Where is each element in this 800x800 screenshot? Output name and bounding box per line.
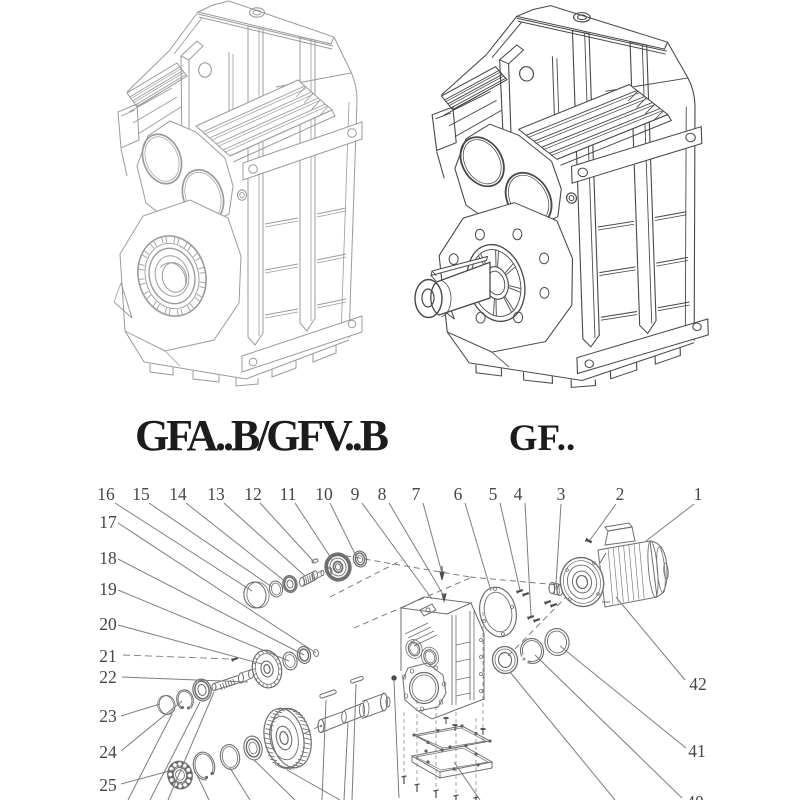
svg-text:18: 18 xyxy=(99,548,117,568)
svg-text:22: 22 xyxy=(99,667,117,687)
svg-text:1: 1 xyxy=(694,484,703,504)
svg-text:14: 14 xyxy=(169,484,187,504)
svg-text:41: 41 xyxy=(688,741,706,761)
svg-text:15: 15 xyxy=(132,484,150,504)
svg-text:16: 16 xyxy=(97,484,115,504)
svg-text:11: 11 xyxy=(280,484,297,504)
svg-text:8: 8 xyxy=(378,484,387,504)
svg-text:19: 19 xyxy=(99,579,117,599)
svg-text:7: 7 xyxy=(412,484,421,504)
svg-text:4: 4 xyxy=(514,484,523,504)
svg-text:5: 5 xyxy=(489,484,498,504)
svg-text:9: 9 xyxy=(351,484,360,504)
svg-text:20: 20 xyxy=(99,614,117,634)
svg-text:13: 13 xyxy=(207,484,225,504)
svg-text:24: 24 xyxy=(99,742,117,762)
svg-text:GFA..B/GFV..B: GFA..B/GFV..B xyxy=(135,411,389,460)
svg-text:2: 2 xyxy=(616,484,625,504)
svg-text:42: 42 xyxy=(689,674,707,694)
svg-text:12: 12 xyxy=(244,484,262,504)
svg-text:GF..: GF.. xyxy=(509,418,575,459)
svg-text:23: 23 xyxy=(99,706,117,726)
svg-text:21: 21 xyxy=(99,646,117,666)
svg-text:10: 10 xyxy=(315,484,333,504)
svg-text:40: 40 xyxy=(686,792,704,800)
svg-text:3: 3 xyxy=(557,484,566,504)
svg-text:6: 6 xyxy=(454,484,463,504)
svg-text:25: 25 xyxy=(99,775,117,795)
svg-text:17: 17 xyxy=(99,512,117,532)
